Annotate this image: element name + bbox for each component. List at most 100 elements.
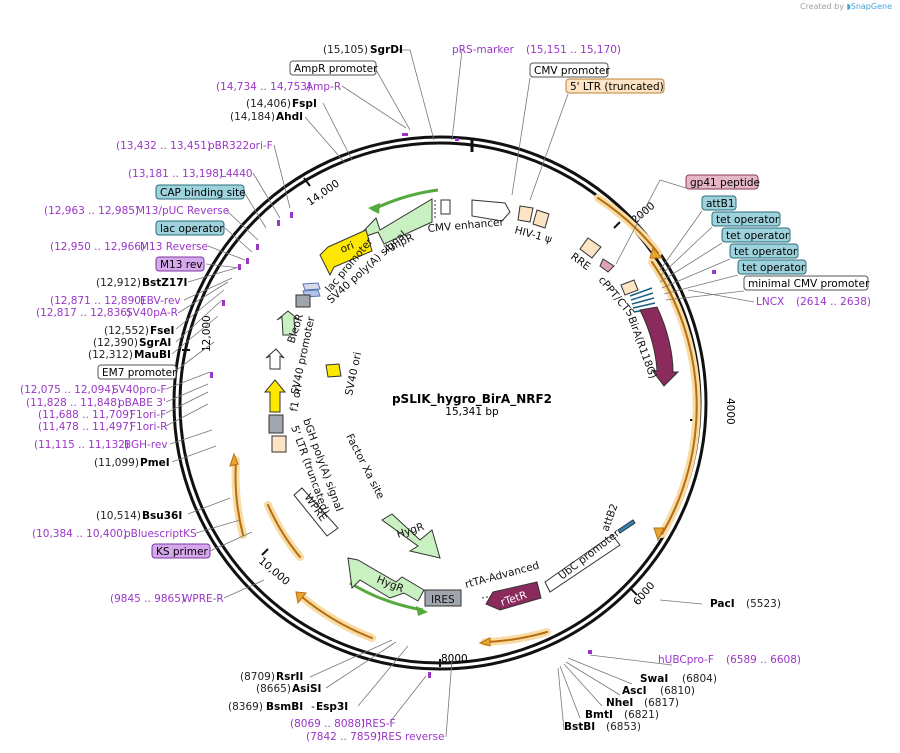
site-name-fspi: FspI (292, 98, 317, 110)
site-coord-bsmbi: (8369) (228, 701, 263, 713)
tick-label-4000: 4000 (724, 398, 736, 425)
lac-promoter-stack (302, 282, 321, 298)
primer-coord-pbr322: (13,432 .. 13,451) (116, 140, 211, 152)
label-attb2: attB2 (600, 502, 621, 533)
boxed-right: CMV promoter 5' LTR (truncated) gp41 pep… (529, 62, 870, 291)
label-ires: IRES (431, 594, 455, 606)
primer-name-l4440: L4440 (220, 168, 253, 180)
site-coord-sgrai: (12,390) (93, 337, 138, 349)
site-name-rsrii: RsrII (276, 671, 303, 683)
cmv-enhancer-feature (471, 199, 511, 222)
box-em7-promoter: EM7 promoter (102, 367, 177, 379)
primer-name-pbabe: pBABE 3' (118, 397, 166, 409)
site-coord-asisi: (8665) (256, 683, 291, 695)
site-name-ahdi: AhdI (276, 111, 303, 123)
box-tet-op-2: tet operator (726, 230, 790, 242)
boxed-left: AmpR promoter CAP binding site lac opera… (97, 60, 378, 559)
rre-box (579, 237, 602, 259)
hygr-feature-1 (381, 513, 441, 559)
box-tet-op-4: tet operator (742, 262, 806, 274)
tick-12000: 12,000 (182, 315, 213, 352)
site-name-asci: AscI (622, 685, 647, 697)
tick-label-8000: 8000 (441, 653, 468, 665)
credit-text: Created by (799, 2, 844, 11)
snapgene-credit: Created by ◗SnapGene (800, 2, 892, 11)
credit-brand: SnapGene (850, 2, 892, 11)
site-coord-bsu36i: (10,514) (96, 510, 141, 522)
label-hiv-psi: HIV-1 ψ (513, 224, 553, 246)
box-ks-primer: KS primer (156, 546, 208, 558)
box-5ltr: 5' LTR (truncated) (570, 81, 664, 93)
site-name-bsmbi: BsmBI (266, 701, 303, 713)
rtetr-dots (481, 595, 493, 599)
primer-coord-bghrev: (11,115 .. 11,132) (34, 439, 129, 451)
hygr-feature-2 (347, 557, 425, 602)
site-name-bstbi: BstBI (564, 721, 595, 733)
tick-10000: 10,000 (256, 548, 292, 588)
site-coord-fsei: (12,552) (104, 325, 149, 337)
box-cmv-promoter: CMV promoter (534, 65, 610, 77)
primer-coord-ebvrev: (12,871 .. 12,890) (50, 295, 145, 307)
site-coord-fspi: (14,406) (246, 98, 291, 110)
site-name-maubi: MauBI (134, 349, 171, 361)
ubc-promoter-feature (544, 534, 621, 593)
tick-14000: 14,000 (303, 177, 342, 209)
box-gp41: gp41 peptide (690, 177, 760, 189)
outer-orange-features (231, 194, 701, 646)
leader-lines (165, 49, 755, 738)
box-tet-op-1: tet operator (716, 214, 780, 226)
site-name-sgrdi: SgrDI (370, 44, 403, 56)
f1-ori-feature (263, 379, 287, 413)
site-coord-sgrdi: (15,105) (323, 44, 368, 56)
primer-coord-l4440: (13,181 .. 13,198) (128, 168, 223, 180)
tick-8000: 8000 (439, 653, 468, 667)
hygr-arc-head (416, 606, 428, 616)
tick-label-12000: 12,000 (201, 315, 213, 352)
left-primers: (14,734 .. 14,753) Amp-R (13,432 .. 13,4… (20, 81, 445, 743)
primer-name-ebvrev: EBV-rev (140, 295, 181, 307)
primer-name-sv40par: SV40pA-R (126, 307, 178, 319)
label-ori: ori (339, 240, 356, 256)
primer-name-iresrev: IRES reverse (378, 731, 445, 743)
site-coord-asci: (6810) (660, 685, 695, 697)
box-attb1: attB1 (706, 198, 735, 210)
plasmid-size: 15,341 bp (445, 406, 499, 418)
sv40-promoter-feature (265, 348, 285, 370)
gray-box-1 (295, 294, 311, 308)
primer-coord-iresrev: (7842 .. 7859) (306, 731, 381, 743)
box-m13rev: M13 rev (160, 259, 203, 271)
label-factor-xa: Factor Xa site (343, 432, 386, 501)
bleor-feature (276, 310, 300, 336)
site-coord-rsrii: (8709) (240, 671, 275, 683)
backbone-outer (172, 135, 708, 671)
site-separator: - (311, 701, 315, 713)
primer-coord-sv40par: (12,817 .. 12,836) (36, 307, 131, 319)
plasmid-name: pSLIK_hygro_BirA_NRF2 (392, 392, 552, 407)
site-coord-bstbi: (6853) (606, 721, 641, 733)
site-coord-bstz17i: (12,912) (96, 277, 141, 289)
box-min-cmv: minimal CMV promoter (748, 278, 870, 290)
tick-label-14000: 14,000 (305, 178, 342, 209)
primer-name-pbr322: pBR322ori-F (208, 140, 273, 152)
site-coord-paci: (5523) (746, 598, 781, 610)
primer-coord-lncx: (2614 .. 2638) (796, 296, 871, 308)
sv40-ori-feature (325, 363, 342, 378)
primer-coord-m13rev: (12,950 .. 12,966) (50, 241, 145, 253)
primer-coord-pbabe: (11,828 .. 11,848) (26, 397, 121, 409)
hiv-psi-box-1 (517, 205, 534, 223)
site-name-swai: SwaI (640, 673, 668, 685)
primer-name-m13rev: M13 Reverse (140, 241, 208, 253)
gray-box-2 (268, 414, 284, 434)
site-name-bmti: BmtI (585, 709, 613, 721)
ampr-promoter-box (440, 199, 451, 215)
primer-coord-wprer: (9845 .. 9865) (110, 593, 185, 605)
primer-coord-sv40prof: (12,075 .. 12,094) (20, 384, 115, 396)
left-sites: (15,105) SgrDI (14,406) FspI (14,184) Ah… (88, 44, 403, 713)
rtetr-feature (485, 581, 542, 611)
primer-name-iresf: IRES-F (362, 718, 396, 730)
primer-name-wprer: WPRE-R (182, 593, 224, 605)
primer-coord-hubcprof: (6589 .. 6608) (726, 654, 801, 666)
primer-name-prs: pRS-marker (452, 44, 515, 56)
site-name-sgrai: SgrAI (139, 337, 171, 349)
